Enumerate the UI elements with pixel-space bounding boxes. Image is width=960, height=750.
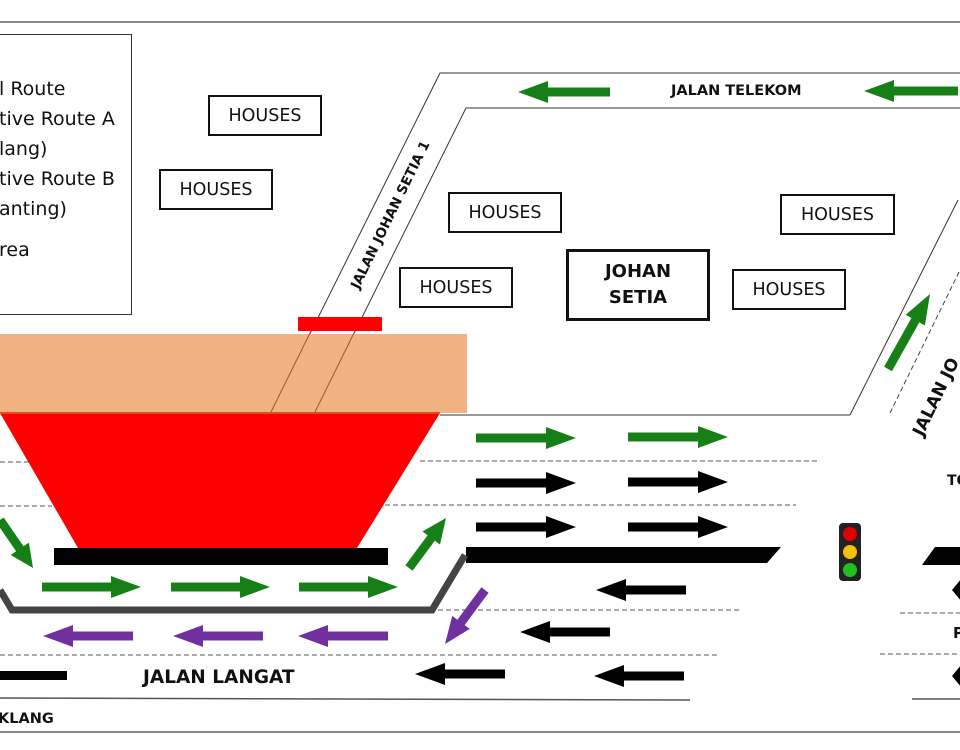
black-arrow-right — [628, 471, 728, 493]
median-far-right — [922, 547, 960, 565]
houses-block: HOUSES — [208, 95, 322, 136]
road-edge-inner — [314, 107, 960, 413]
houses-block: HOUSES — [448, 192, 562, 233]
johan-setia-area-label: JOHAN SETIA — [566, 249, 710, 321]
traffic-light-red — [843, 527, 857, 541]
median-right — [466, 547, 781, 563]
black-arrow-left — [520, 621, 610, 643]
road-label-klang: KLANG — [0, 711, 54, 727]
purple-arrow-left — [173, 625, 263, 647]
peach-crossing-line-2 — [314, 330, 356, 413]
legend-item-alternative-route-a-via: lang) — [0, 138, 48, 160]
right-road-dashed — [889, 269, 960, 414]
purple-arrow-left — [43, 625, 133, 647]
legend: l Route tive Route A lang) tive Route B … — [0, 34, 132, 315]
legend-item-alternative-route-a: tive Route A — [0, 108, 115, 130]
road-label-jalan-langat: JALAN LANGAT — [143, 667, 295, 688]
affected-area — [0, 413, 440, 548]
black-arrow-left — [594, 665, 684, 687]
legend-item-alternative-route-b-via: anting) — [0, 198, 67, 220]
peach-crossing-line-1 — [270, 330, 312, 413]
traffic-light-green — [843, 563, 857, 577]
traffic-light-yellow — [843, 545, 857, 559]
service-road-divider — [0, 553, 469, 614]
green-arrow-right — [628, 426, 728, 448]
median-left — [54, 548, 388, 565]
black-arrow-right — [476, 516, 576, 538]
green-arrow-right — [42, 576, 141, 598]
legend-item-original-route: l Route — [0, 78, 66, 100]
purple-arrow-left — [298, 625, 388, 647]
road-edge-langat — [0, 697, 691, 701]
road-label-jalan-telekom: JALAN TELEKOM — [671, 83, 802, 99]
black-arrow-left — [596, 579, 686, 601]
green-arrow-telekom — [518, 81, 610, 103]
johan-setia-block-right — [849, 199, 959, 416]
purple-arrow-diagonal-down — [445, 587, 489, 644]
legend-item-affected-area: rea — [0, 239, 30, 261]
black-arrow-left — [952, 580, 960, 600]
traffic-light-icon — [839, 523, 861, 581]
road-label-to-partial: TO — [947, 473, 960, 489]
green-arrow-diagonal-down — [0, 517, 33, 568]
green-arrow-diagonal-up — [405, 518, 446, 571]
green-arrow-telekom — [864, 80, 958, 102]
area-label-line1: JOHAN — [604, 261, 672, 282]
peach-area — [0, 334, 467, 413]
black-arrow-left — [415, 663, 505, 685]
red-barrier — [298, 317, 382, 331]
houses-block: HOUSES — [780, 194, 895, 235]
legend-item-alternative-route-b: tive Route B — [0, 168, 115, 190]
road-edge-outer — [270, 72, 960, 413]
black-arrow-left — [952, 666, 960, 686]
green-arrow-right — [476, 427, 576, 449]
black-arrow-right — [628, 516, 728, 538]
green-arrow-right — [171, 576, 270, 598]
green-arrow-right — [299, 576, 398, 598]
houses-block: HOUSES — [399, 267, 513, 308]
road-label-p-partial: P — [953, 624, 960, 642]
black-arrow-right — [476, 472, 576, 494]
area-label-line2: SETIA — [608, 287, 668, 308]
houses-block: HOUSES — [732, 269, 846, 310]
green-arrow-johan-setia-right — [884, 294, 930, 372]
houses-block: HOUSES — [159, 169, 273, 210]
median-lower-left — [0, 671, 67, 680]
